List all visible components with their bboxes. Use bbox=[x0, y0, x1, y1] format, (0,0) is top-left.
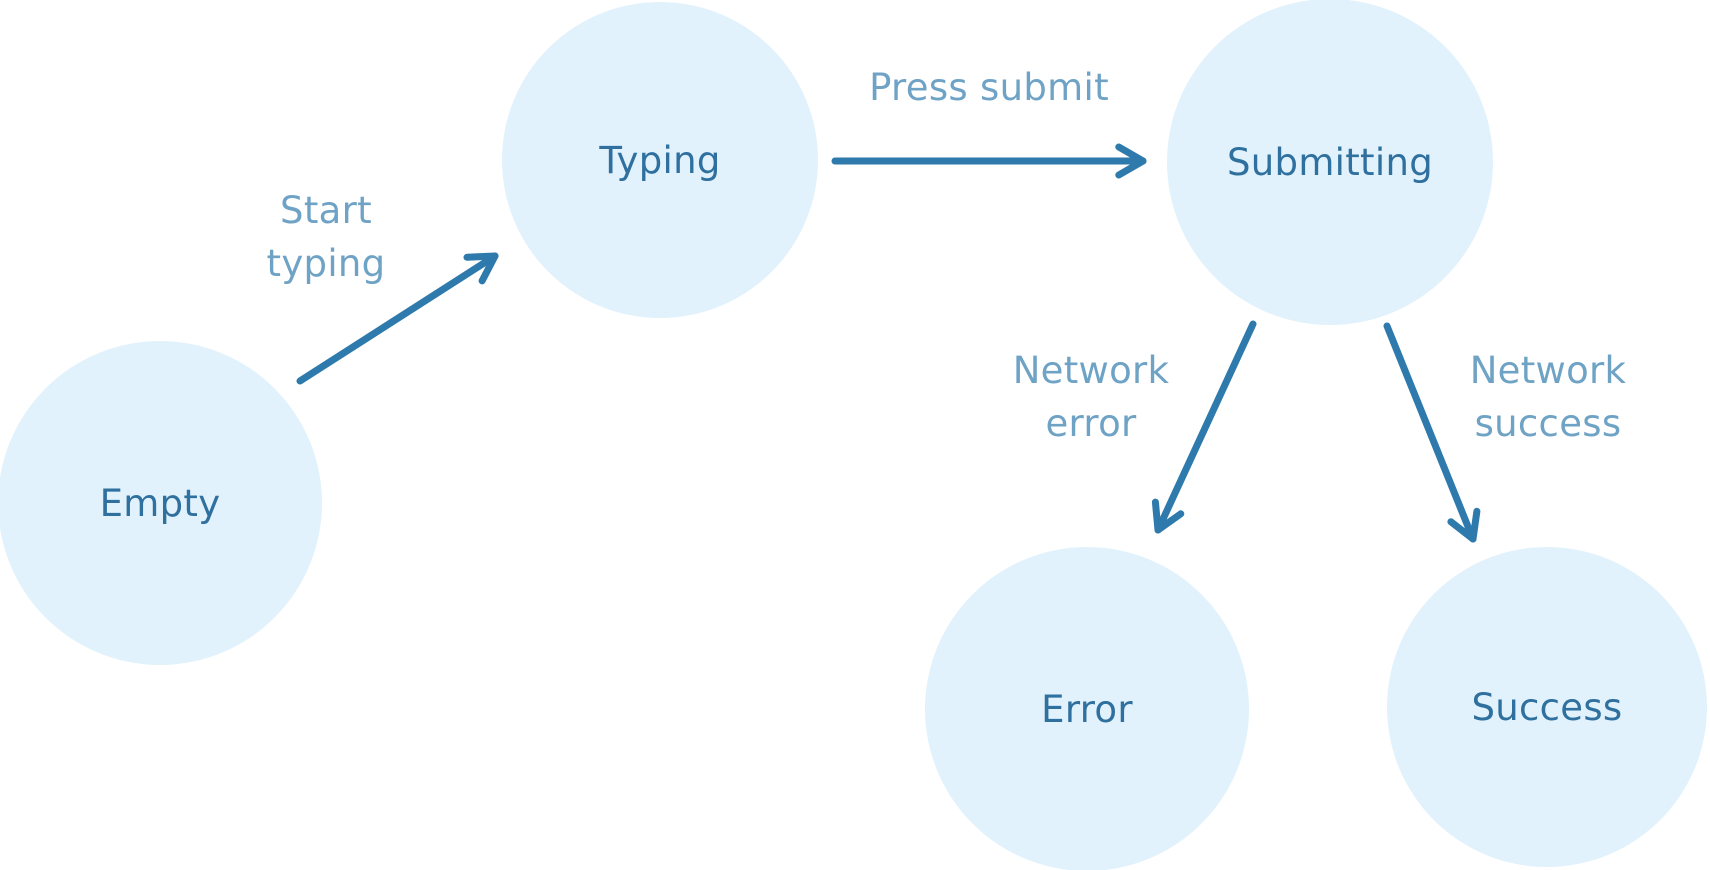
state-node-label: Submitting bbox=[1227, 140, 1433, 184]
edge-arrow-submitting-success bbox=[1383, 322, 1481, 543]
state-node-label: Empty bbox=[99, 481, 221, 525]
edge-label-press-submit: Press submit bbox=[869, 66, 1109, 109]
edge-label-network-error: Network error bbox=[1012, 349, 1170, 445]
state-node-label: Error bbox=[1041, 687, 1133, 731]
state-node-submitting: Submitting bbox=[1167, 0, 1493, 325]
state-node-label: Typing bbox=[599, 138, 721, 182]
state-node-empty: Empty bbox=[0, 341, 322, 665]
state-node-label: Success bbox=[1471, 685, 1623, 729]
edge-label-network-success: Network success bbox=[1469, 349, 1627, 445]
state-node-error: Error bbox=[925, 547, 1249, 870]
state-node-success: Success bbox=[1387, 547, 1707, 867]
state-node-typing: Typing bbox=[502, 2, 818, 318]
edge-arrow-empty-typing bbox=[296, 252, 499, 385]
edge-arrow-submitting-error bbox=[1151, 320, 1257, 534]
edge-arrow-typing-submitting bbox=[831, 143, 1147, 179]
edge-label-start-typing: Start typing bbox=[266, 189, 386, 285]
